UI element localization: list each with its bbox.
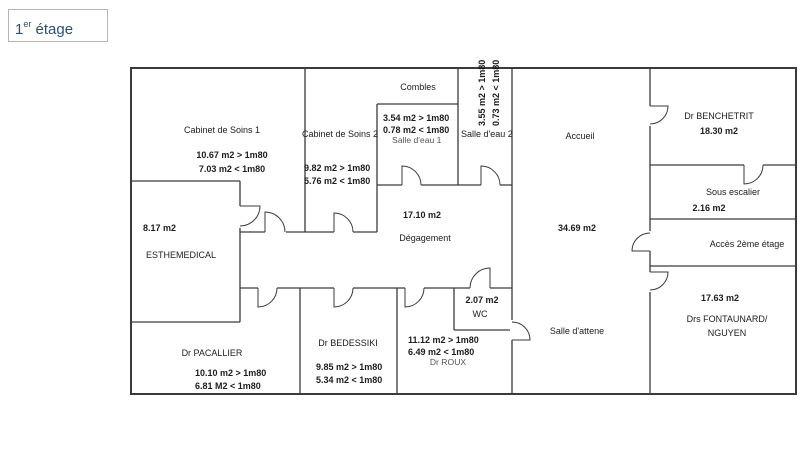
room-area-dr-pacallier-low: 6.81 M2 < 1m80 [195,381,261,391]
door-arc [649,105,669,125]
doors [238,105,764,341]
door-arc [511,321,531,341]
room-area-drs-fontaunard: 17.63 m2 [701,293,739,303]
room-area-salle-eau-1-low: 0.78 m2 < 1m80 [383,125,449,135]
room-area-sous-escalier: 2.16 m2 [692,203,725,213]
floor-title-superscript: er [23,19,32,29]
room-name-cabinet-soins-2: Cabinet de Soins 2 [302,129,378,139]
room-name-cabinet-soins-1: Cabinet de Soins 1 [184,125,260,135]
room-area-dr-roux-high: 11.12 m2 > 1m80 [408,335,479,345]
room-name-accueil: Accueil [565,131,594,141]
door-arc [743,164,764,185]
door-arc [257,287,278,308]
room-area-dr-pacallier-high: 10.10 m2 > 1m80 [195,368,266,378]
room-name-drs-fontaunard-line1: Drs FONTAUNARD/ [687,314,768,324]
room-area-cabinet-soins-2-high: 9.82 m2 > 1m80 [304,163,370,173]
room-area-degagement: 17.10 m2 [403,210,441,220]
door-arc [404,287,425,308]
room-area-dr-roux-low: 6.49 m2 < 1m80 [408,347,474,357]
room-name-sous-escalier: Sous escalier [706,187,760,197]
room-name-salle-eau-2: Salle d'eau 2 [461,129,513,139]
room-area-cabinet-soins-1-low: 7.03 m2 < 1m80 [199,164,265,174]
room-name-combles: Combles [400,82,436,92]
room-area-accueil: 34.69 m2 [558,223,596,233]
door-arc [649,271,669,291]
door-arc [239,205,261,227]
floor-title: 1er étage [8,9,108,42]
outer-wall [130,67,797,395]
door-arc [333,212,354,233]
door-arc [401,165,422,186]
room-area-salle-eau-2-low: 0.73 m2 < 1m80 [491,60,501,126]
room-name-degagement: Dégagement [399,233,451,243]
room-name-wc: WC [473,309,488,319]
room-name-dr-pacallier: Dr PACALLIER [182,348,243,358]
floor-title-number: 1 [15,21,24,38]
room-name-esthemedical: ESTHEMEDICAL [146,250,216,260]
room-name-dr-bedessiki: Dr BEDESSIKI [318,338,378,348]
door-arc [480,165,501,186]
door-arc [333,287,354,308]
room-name-salle-attente: Salle d'attene [550,326,604,336]
door-arc [469,267,491,289]
door-arc [631,232,651,252]
labels: Cabinet de Soins 1 10.67 m2 > 1m80 7.03 … [143,60,784,391]
room-name-acces-2eme-etage: Accès 2ème étage [710,239,785,249]
room-area-salle-eau-1-high: 3.54 m2 > 1m80 [383,113,449,123]
room-area-cabinet-soins-2-low: 5.76 m2 < 1m80 [304,176,370,186]
room-area-cabinet-soins-1-high: 10.67 m2 > 1m80 [196,150,267,160]
room-area-dr-benchetrit: 18.30 m2 [700,126,738,136]
room-name-dr-benchetrit: Dr BENCHETRIT [684,111,754,121]
room-area-wc: 2.07 m2 [465,295,498,305]
room-area-salle-eau-2-high: 3.55 m2 > 1m80 [477,60,487,126]
room-area-esthemedical: 8.17 m2 [143,223,176,233]
room-name-dr-roux: Dr ROUX [430,357,467,367]
room-name-salle-eau-1: Salle d'eau 1 [392,135,442,145]
room-area-dr-bedessiki-high: 9.85 m2 > 1m80 [316,362,382,372]
room-name-drs-fontaunard-line2: NGUYEN [708,328,747,338]
room-area-dr-bedessiki-low: 5.34 m2 < 1m80 [316,375,382,385]
floor-title-label: étage [31,21,74,38]
door-arc [264,211,286,233]
